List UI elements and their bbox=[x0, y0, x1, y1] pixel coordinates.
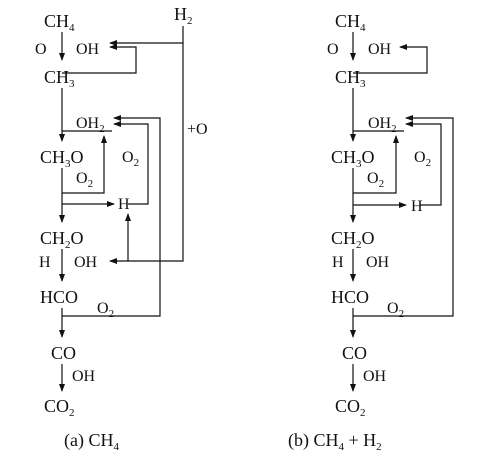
a-oh2-label: OH2 bbox=[76, 115, 105, 135]
a-h2-to-oh-arrow bbox=[109, 26, 184, 46]
a-hco-label: HCO bbox=[40, 287, 78, 307]
b-ch3o-label: CH3O bbox=[331, 147, 375, 170]
a-caption: (a) CH4 bbox=[64, 430, 119, 453]
a-co-label: CO bbox=[51, 343, 76, 363]
a-ch3o-label: CH3O bbox=[40, 147, 84, 170]
b-ch3-loop-arrow bbox=[353, 44, 428, 74]
a-o2-loop-arrow bbox=[113, 121, 149, 205]
b-caption: (b) CH4 + H2 bbox=[288, 430, 382, 453]
a-oh-label-3: OH bbox=[72, 368, 96, 385]
a-h-left-label: H bbox=[39, 254, 51, 271]
a-o2-hco-label: O2 bbox=[97, 300, 114, 320]
a-ch2o-label: CH2O bbox=[40, 228, 84, 251]
b-ch2o-label: CH2O bbox=[331, 228, 375, 251]
a-co2-label: CO2 bbox=[44, 396, 75, 419]
a-o2-inner-arrow bbox=[62, 135, 107, 194]
b-oh-label-3: OH bbox=[363, 368, 387, 385]
b-co2-label: CO2 bbox=[335, 396, 366, 419]
b-ch3-label: CH3 bbox=[335, 67, 366, 90]
b-oh2-label: OH2 bbox=[368, 115, 397, 135]
a-plus-o-label: +O bbox=[187, 121, 208, 138]
b-co-label: CO bbox=[342, 343, 367, 363]
a-ch3-loop-arrow bbox=[62, 44, 137, 74]
b-ch4-label: CH4 bbox=[335, 11, 366, 34]
b-o2-right-label: O2 bbox=[414, 149, 431, 169]
b-o2-hco-label: O2 bbox=[387, 300, 404, 320]
a-h-mid-label: H bbox=[118, 196, 130, 213]
a-oh-label-1: OH bbox=[76, 41, 100, 58]
b-o-label: O bbox=[327, 41, 339, 58]
a-ch4-label: CH4 bbox=[44, 11, 75, 34]
a-o2-inner-label: O2 bbox=[76, 170, 93, 190]
a-o-label: O bbox=[35, 41, 47, 58]
panel-a: CH4 O OH CH3 OH2 CH3O O2 O2 H CH2O H OH … bbox=[35, 4, 208, 453]
panel-b: CH4 O OH CH3 OH2 CH3O O2 O2 H CH2O H OH … bbox=[288, 11, 454, 453]
b-oh-label-2: OH bbox=[366, 254, 390, 271]
b-h-mid-label: H bbox=[411, 198, 423, 215]
a-hco-o2-loop-arrow bbox=[62, 115, 161, 317]
b-oh-label-1: OH bbox=[368, 41, 392, 58]
a-oh-label-2: OH bbox=[74, 254, 98, 271]
b-o2-loop-arrow bbox=[405, 121, 442, 206]
b-o2-inner-label: O2 bbox=[367, 170, 384, 190]
b-o2-inner-arrow bbox=[353, 135, 399, 194]
b-hco-label: HCO bbox=[331, 287, 369, 307]
b-hco-o2-loop-arrow bbox=[353, 115, 454, 317]
b-h-left-label: H bbox=[332, 254, 344, 271]
a-ch3-label: CH3 bbox=[44, 67, 75, 90]
a-o2-right-label: O2 bbox=[122, 149, 139, 169]
a-h2-label: H2 bbox=[174, 4, 193, 27]
a-h2-to-oh2-arrow bbox=[109, 43, 184, 264]
